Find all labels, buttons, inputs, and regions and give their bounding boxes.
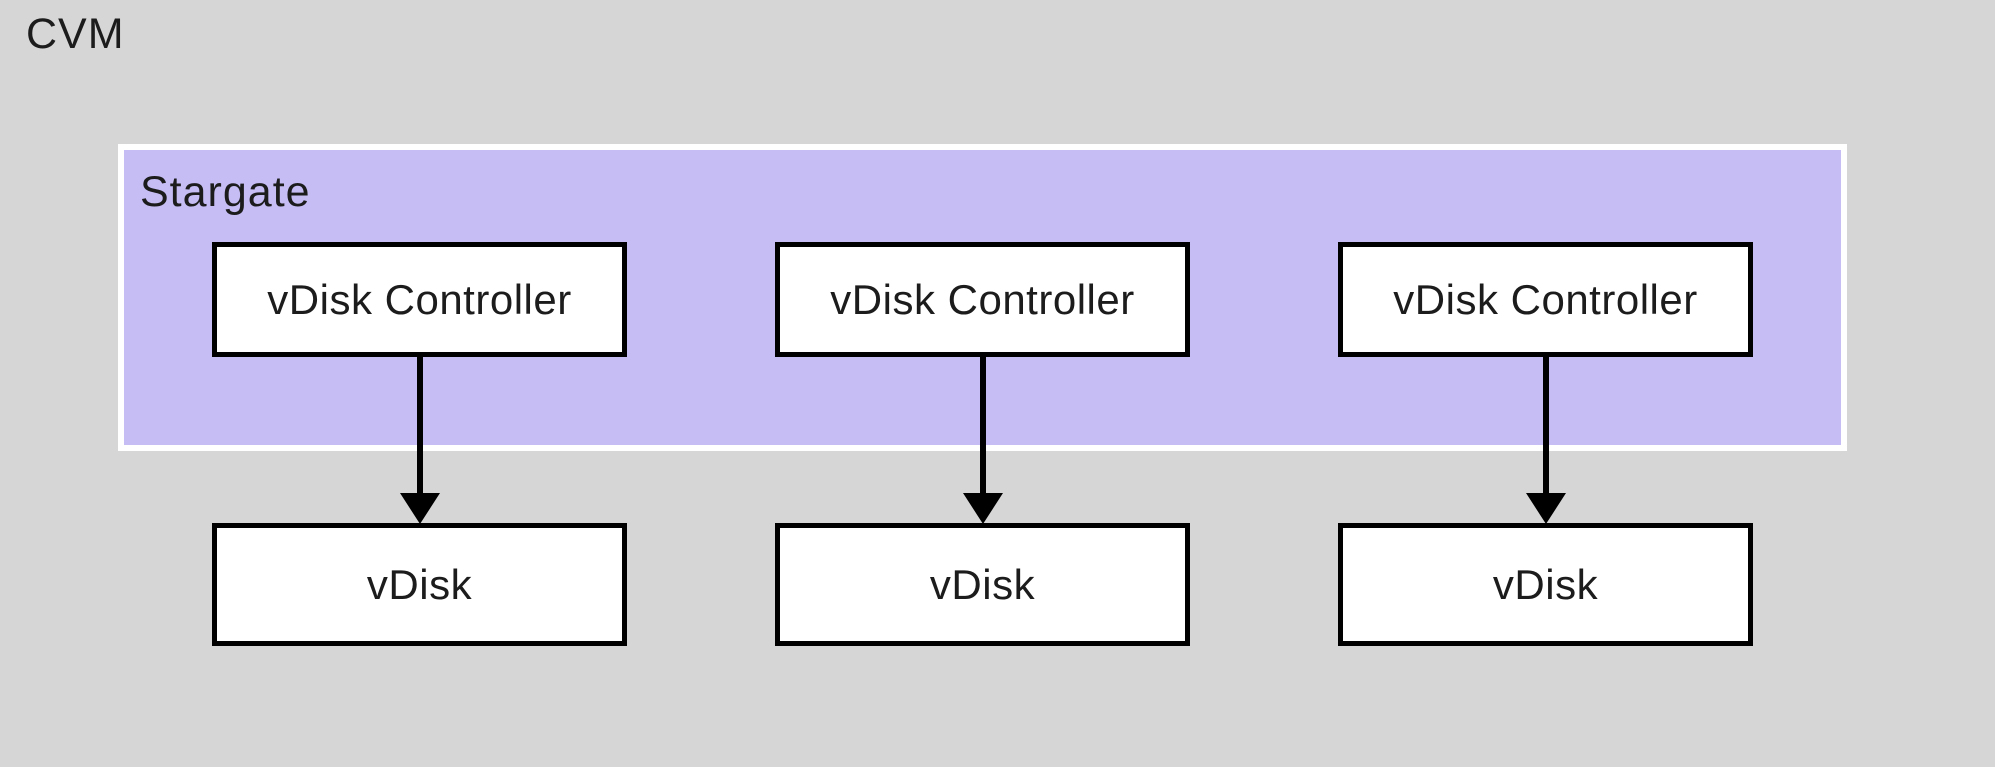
arrow-down-icon — [400, 493, 440, 524]
vdisk-controller-label: vDisk Controller — [830, 275, 1135, 323]
stargate-label: Stargate — [140, 168, 311, 216]
vdisk-label: vDisk — [366, 560, 473, 608]
vdisk-label: vDisk — [929, 560, 1036, 608]
vdisk-controller-label: vDisk Controller — [267, 275, 572, 323]
vdisk-node-2: vDisk — [775, 523, 1190, 646]
vdisk-controller-node-3: vDisk Controller — [1338, 242, 1753, 357]
arrow-down-icon — [980, 357, 986, 495]
arrow-down-icon — [963, 493, 1003, 524]
arrow-down-icon — [1526, 493, 1566, 524]
vdisk-controller-node-1: vDisk Controller — [212, 242, 627, 357]
arrow-down-icon — [1543, 357, 1549, 495]
vdisk-controller-label: vDisk Controller — [1393, 275, 1698, 323]
vdisk-controller-node-2: vDisk Controller — [775, 242, 1190, 357]
vdisk-label: vDisk — [1492, 560, 1599, 608]
cvm-label: CVM — [26, 10, 125, 58]
vdisk-node-1: vDisk — [212, 523, 627, 646]
arrow-down-icon — [417, 357, 423, 495]
vdisk-node-3: vDisk — [1338, 523, 1753, 646]
